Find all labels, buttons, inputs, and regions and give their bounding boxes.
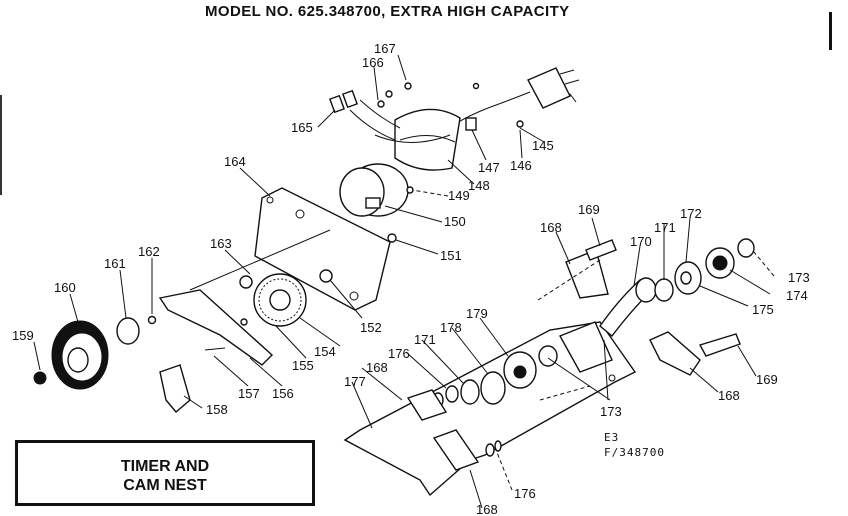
- drawing-reference: E3 F/348700: [604, 430, 665, 460]
- callout-157: 157: [238, 386, 260, 401]
- callout-164: 164: [224, 154, 246, 169]
- callout-161: 161: [104, 256, 126, 271]
- timer-motor: [339, 163, 414, 243]
- caption: TIMER AND CAM NEST: [18, 457, 312, 495]
- callout-159: 159: [12, 328, 34, 343]
- power-cord-plug: [454, 67, 580, 125]
- callout-171-lower: 171: [414, 332, 436, 347]
- cam-stack-upper: [565, 238, 755, 338]
- leader-lines: [33, 54, 775, 509]
- callout-173-lower: 173: [600, 404, 622, 419]
- cam-follower-right: [649, 331, 741, 376]
- timer-gear: [239, 273, 307, 327]
- callout-172: 172: [680, 206, 702, 221]
- caption-line-1: TIMER AND: [120, 458, 210, 475]
- callout-176-upper: 176: [388, 346, 410, 361]
- callout-171-upper: 171: [654, 220, 676, 235]
- callout-168-bottom: 168: [476, 502, 498, 516]
- callout-178: 178: [440, 320, 462, 335]
- callout-160: 160: [54, 280, 76, 295]
- callout-174: 174: [786, 288, 808, 303]
- caption-line-2: CAM NEST: [123, 477, 207, 494]
- callout-165: 165: [291, 120, 313, 135]
- callout-163: 163: [210, 236, 232, 251]
- callout-162: 162: [138, 244, 160, 259]
- reference-line-1: E3: [604, 431, 620, 444]
- page-title: MODEL NO. 625.348700, EXTRA HIGH CAPACIT…: [205, 3, 570, 20]
- caption-box: TIMER AND CAM NEST: [15, 440, 315, 506]
- reference-line-2: F/348700: [604, 446, 665, 459]
- callout-175: 175: [752, 302, 774, 317]
- callout-151: 151: [440, 248, 462, 263]
- callout-166: 166: [362, 55, 384, 70]
- callout-158: 158: [206, 402, 228, 417]
- callout-156: 156: [272, 386, 294, 401]
- callout-152: 152: [360, 320, 382, 335]
- callout-146: 146: [510, 158, 532, 173]
- callout-168-middle: 168: [366, 360, 388, 375]
- callout-numbers: 167 166 165 145 146 147 148 164 149 150 …: [12, 41, 810, 516]
- callout-147: 147: [478, 160, 500, 175]
- callout-154: 154: [314, 344, 336, 359]
- motor-cover: [329, 82, 524, 171]
- callout-177: 177: [344, 374, 366, 389]
- callout-145: 145: [532, 138, 554, 153]
- cam-stack-lower: [432, 345, 558, 408]
- cam-follower-lower: [406, 389, 502, 471]
- callout-170: 170: [630, 234, 652, 249]
- callout-155: 155: [292, 358, 314, 373]
- callout-167: 167: [374, 41, 396, 56]
- callout-173-upper: 173: [788, 270, 810, 285]
- scan-edge-mark-left: [0, 95, 2, 195]
- callout-176-lower: 176: [514, 486, 536, 501]
- timer-lever: [158, 289, 274, 413]
- callout-150: 150: [444, 214, 466, 229]
- mounting-plate: [189, 187, 391, 311]
- callout-168-upper: 168: [540, 220, 562, 235]
- cam-nest-bracket: [343, 321, 637, 497]
- callout-168-right: 168: [718, 388, 740, 403]
- callout-169-upper: 169: [578, 202, 600, 217]
- callout-179: 179: [466, 306, 488, 321]
- callout-149: 149: [448, 188, 470, 203]
- callout-169-lower: 169: [756, 372, 778, 387]
- callout-148: 148: [468, 178, 490, 193]
- scan-edge-mark: [829, 12, 832, 50]
- timer-knob: [33, 315, 157, 390]
